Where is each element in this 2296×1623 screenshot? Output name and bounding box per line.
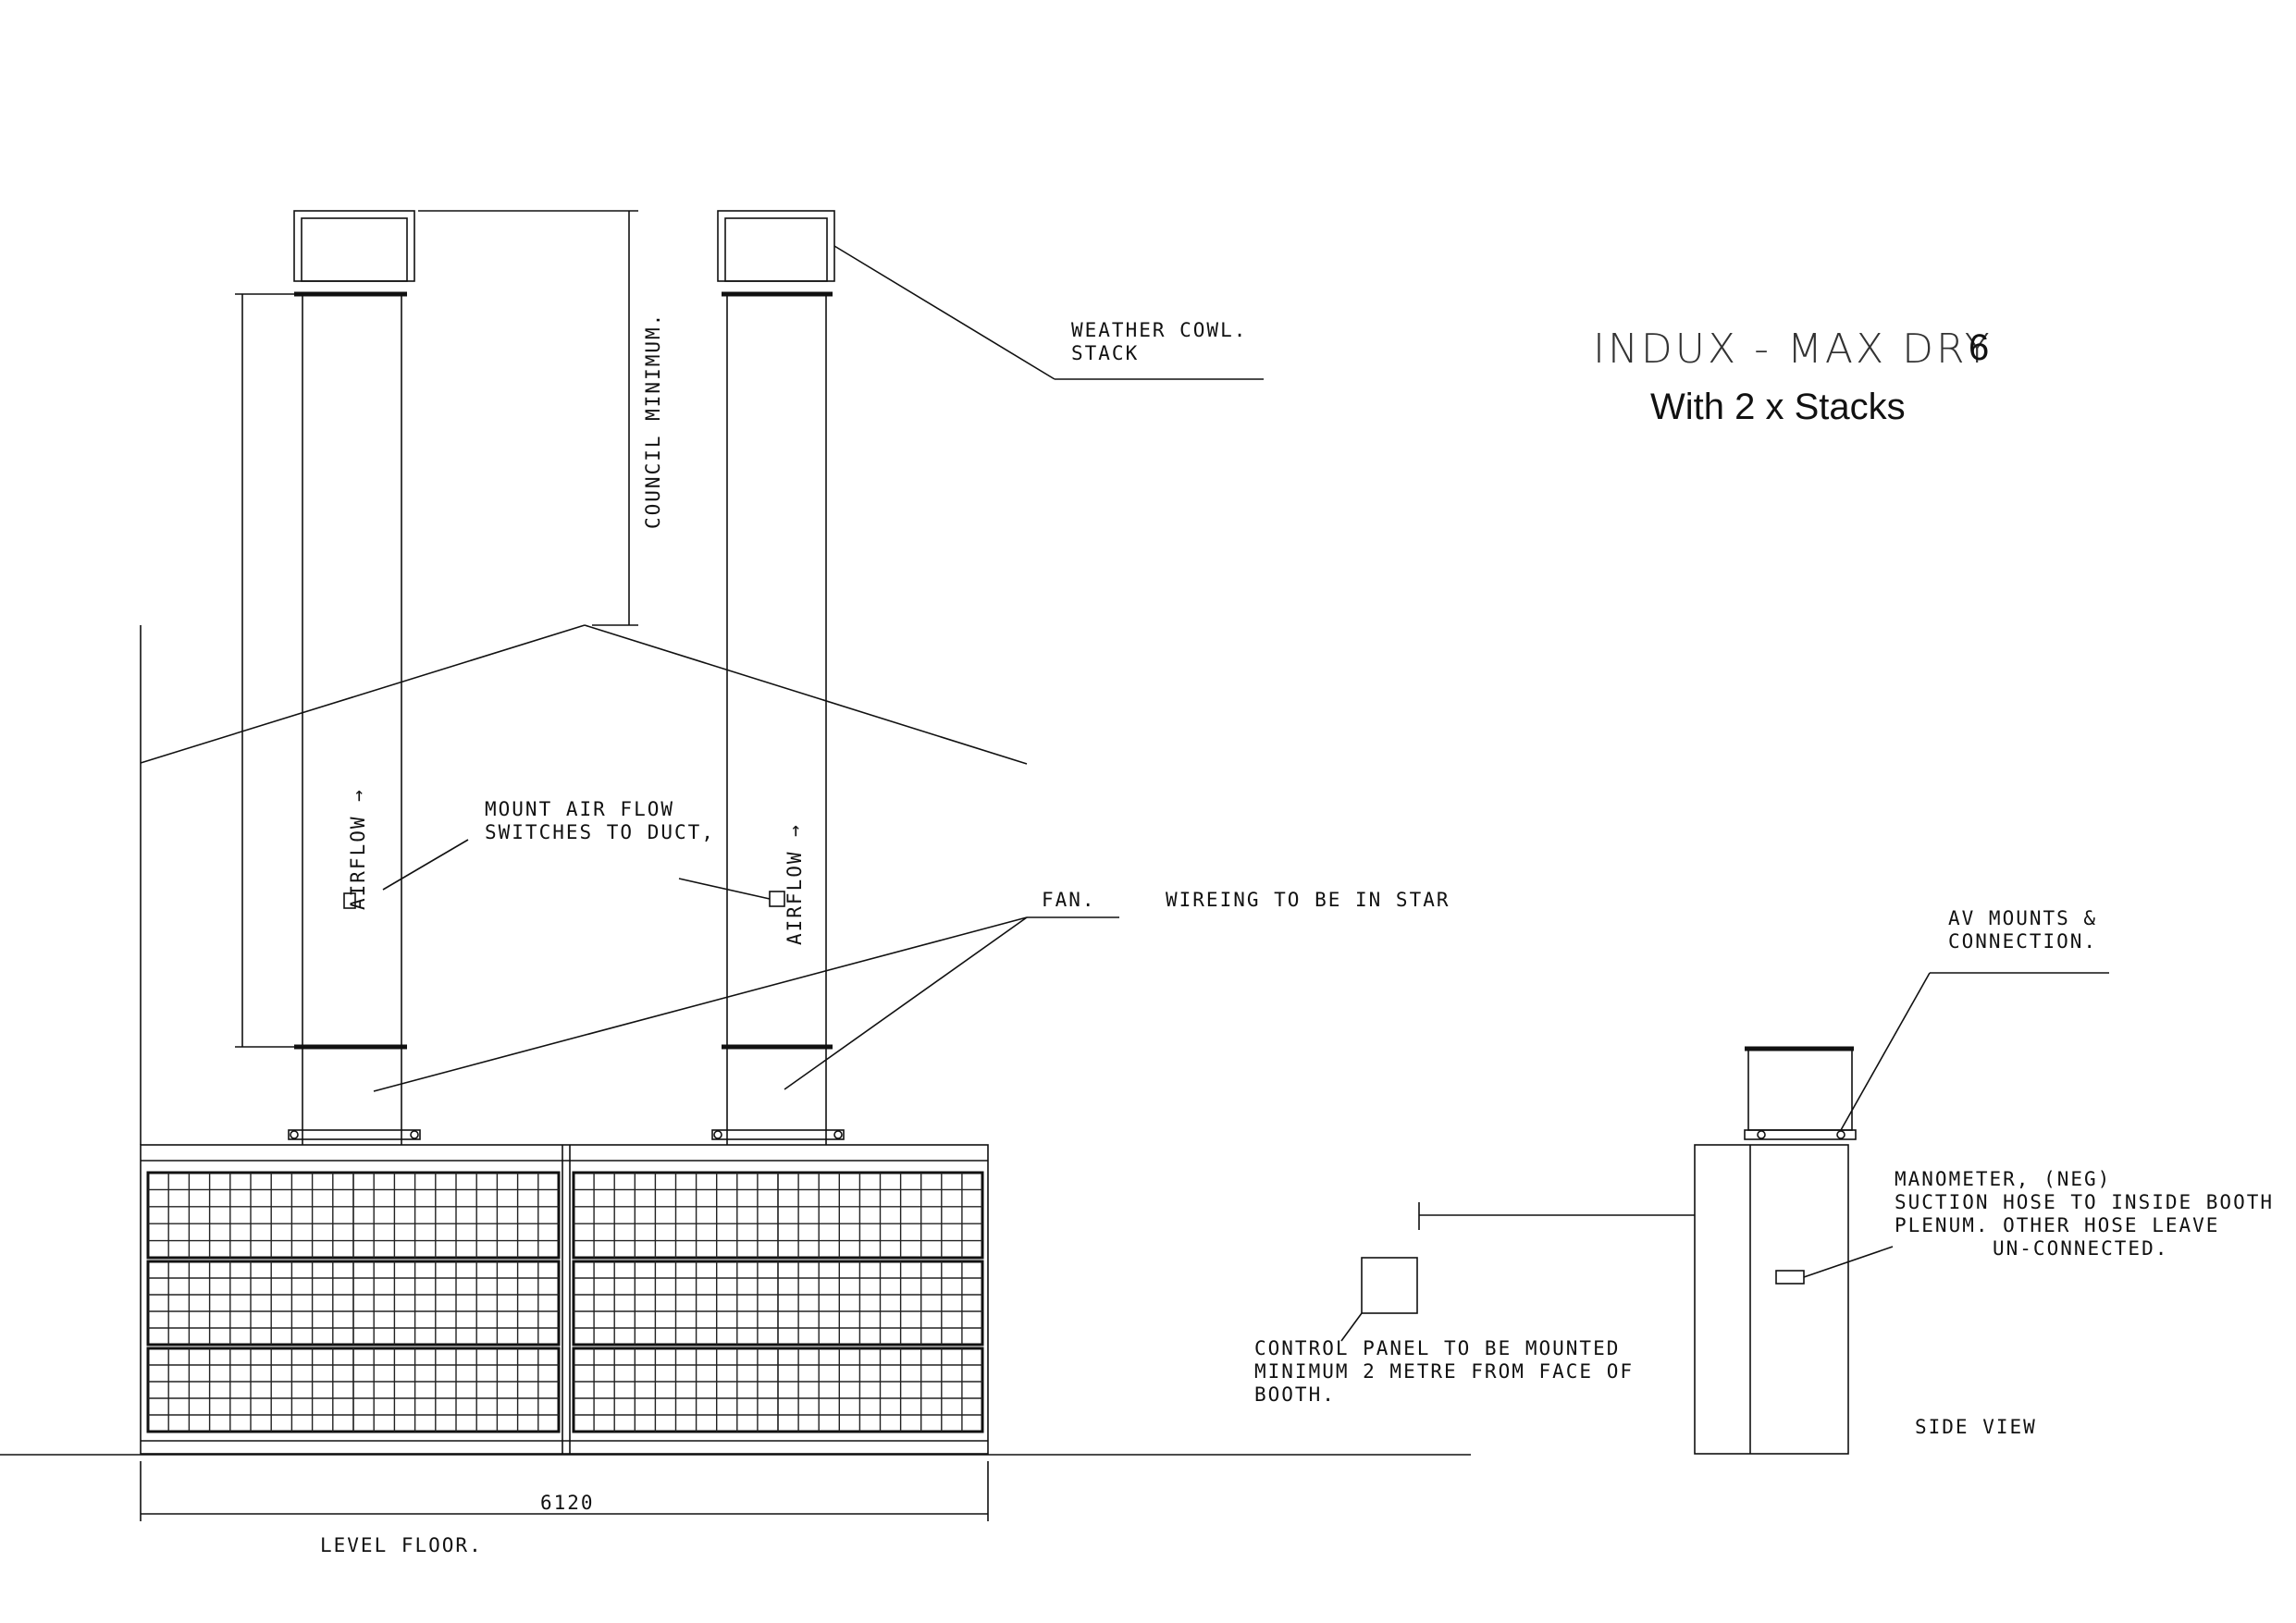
title-block: INDUX - MAX DRY 6 With 2 x Stacks bbox=[1593, 326, 1993, 427]
council-minimum-label: COUNCIL MINIMUM. bbox=[642, 313, 664, 529]
subtitle-text: With 2 x Stacks bbox=[1650, 387, 1906, 427]
mount-switches-label-1: MOUNT AIR FLOW bbox=[485, 798, 674, 820]
title-number: 6 bbox=[1969, 327, 1989, 368]
manometer-label-2: SUCTION HOSE TO INSIDE BOOTH bbox=[1895, 1191, 2274, 1213]
booth-front bbox=[140, 1144, 989, 1455]
level-floor-label: LEVEL FLOOR. bbox=[320, 1534, 483, 1556]
av-mounts-label-2: CONNECTION. bbox=[1948, 930, 2097, 953]
title-text: INDUX - MAX DRY bbox=[1593, 326, 1993, 373]
manometer-box bbox=[1775, 1270, 1805, 1285]
weather-cowl-label: WEATHER COWL. bbox=[1071, 319, 1247, 341]
manometer-label-3: PLENUM. OTHER HOSE LEAVE bbox=[1895, 1214, 2219, 1236]
stack-right bbox=[711, 210, 845, 1145]
mount-switches-callout: MOUNT AIR FLOW SWITCHES TO DUCT, bbox=[382, 798, 771, 900]
width-dimension-label: 6120 bbox=[540, 1492, 595, 1514]
control-panel-label-2: MINIMUM 2 METRE FROM FACE OF bbox=[1254, 1360, 1634, 1383]
control-panel-label-1: CONTROL PANEL TO BE MOUNTED bbox=[1254, 1337, 1620, 1359]
manometer-label-1: MANOMETER, (NEG) bbox=[1895, 1168, 2111, 1190]
wiring-note: WIREING TO BE IN STAR bbox=[1166, 889, 1450, 911]
building-outline bbox=[140, 624, 1028, 1145]
stack-length-dimension bbox=[235, 293, 294, 1048]
side-view: SIDE VIEW bbox=[1694, 1046, 2037, 1455]
airflow-label-left: AIRFLOW → bbox=[347, 788, 369, 910]
av-mounts-callout: AV MOUNTS & CONNECTION. bbox=[1840, 907, 2109, 1131]
manometer-callout: MANOMETER, (NEG) SUCTION HOSE TO INSIDE … bbox=[1803, 1168, 2274, 1278]
control-panel-box bbox=[1361, 1257, 1418, 1314]
airflow-label-right: AIRFLOW → bbox=[784, 823, 806, 945]
weather-cowl-callout: WEATHER COWL. STACK bbox=[833, 245, 1264, 380]
side-view-label: SIDE VIEW bbox=[1915, 1416, 2037, 1438]
fan-label: FAN. bbox=[1042, 889, 1096, 911]
mount-switches-label-2: SWITCHES TO DUCT, bbox=[485, 821, 715, 843]
control-panel-label-3: BOOTH. bbox=[1254, 1383, 1336, 1406]
stack-left bbox=[288, 210, 421, 1145]
width-dimension: 6120 LEVEL FLOOR. bbox=[140, 1461, 989, 1556]
manometer-label-4: UN-CONNECTED. bbox=[1993, 1237, 2168, 1260]
control-panel-callout: CONTROL PANEL TO BE MOUNTED MINIMUM 2 ME… bbox=[1254, 1202, 1695, 1406]
airflow-switch-right bbox=[769, 891, 785, 907]
av-mounts-label-1: AV MOUNTS & bbox=[1948, 907, 2097, 929]
filter-grid bbox=[146, 1171, 984, 1433]
airflow-switch-left bbox=[343, 892, 356, 909]
fan-callout: FAN. WIREING TO BE IN STAR bbox=[373, 889, 1450, 1092]
stack-label: STACK bbox=[1071, 342, 1139, 364]
council-minimum-dimension: COUNCIL MINIMUM. bbox=[418, 210, 664, 626]
